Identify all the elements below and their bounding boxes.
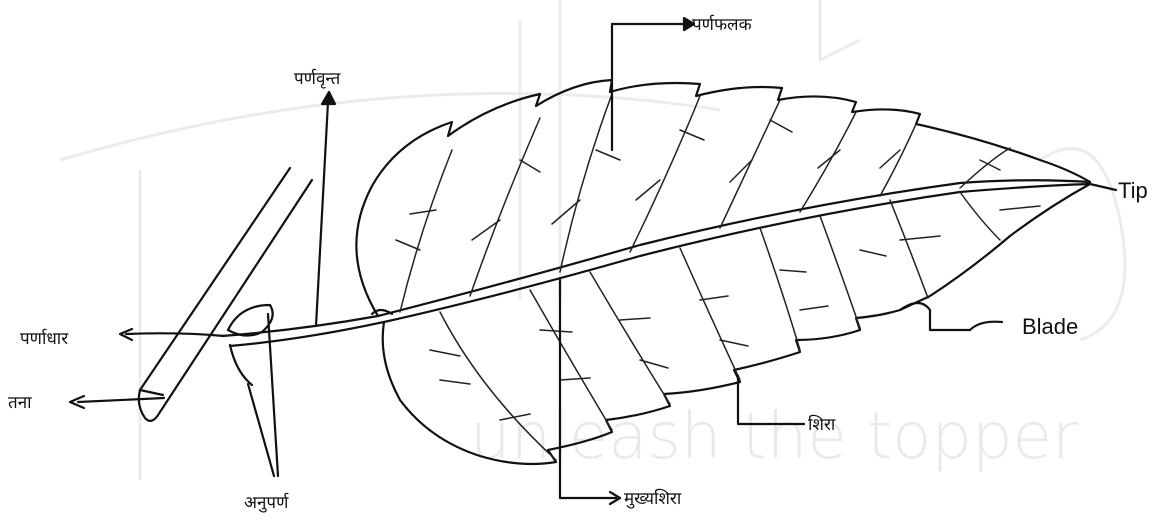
midrib-drawing (222, 180, 1090, 346)
label-stipule: अनुपर्ण (244, 492, 289, 513)
label-lamina: पर्णफलक (692, 14, 753, 35)
label-midrib: मुख्यशिरा (624, 488, 682, 509)
label-stem: तना (8, 393, 32, 413)
pointer-stem (70, 396, 164, 408)
secondary-veins-upper (400, 94, 1010, 312)
label-leaf-base: पर्णाधार (20, 328, 69, 349)
pointer-petiole (316, 92, 335, 326)
pointer-stipule (248, 314, 278, 476)
label-blade: Blade (1022, 314, 1078, 339)
watermark: unleash the topper (60, 0, 1125, 480)
blade-pointer-line (900, 303, 1002, 330)
stem-drawing (139, 168, 312, 421)
label-petiole: पर्णवृन्त (294, 68, 341, 89)
label-vein: शिरा (808, 414, 836, 435)
watermark-text: unleash the topper (470, 400, 1079, 474)
label-tip: Tip (1118, 178, 1148, 203)
